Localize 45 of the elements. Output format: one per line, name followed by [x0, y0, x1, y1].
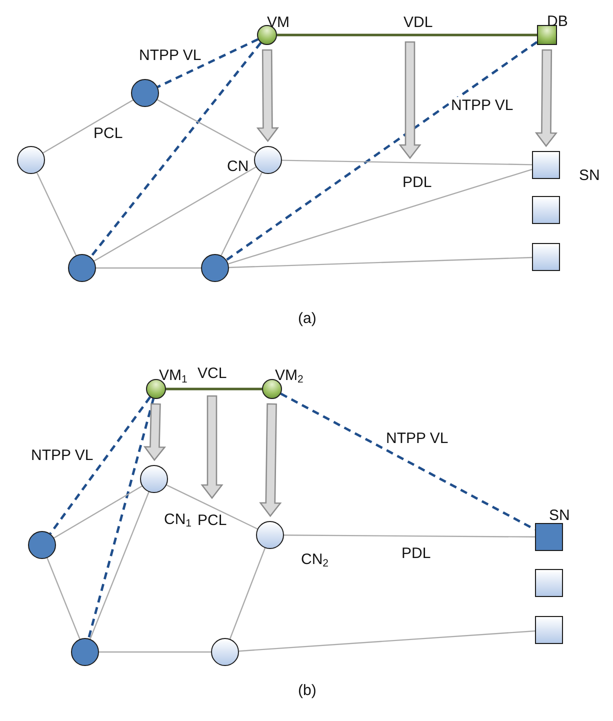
edge-label: VCL: [196, 364, 229, 382]
link-line: [228, 168, 532, 264]
link-type-label: PDL: [402, 546, 431, 560]
link-line: [282, 160, 532, 166]
link-line: [277, 34, 537, 36]
node-label: VM: [267, 15, 290, 30]
link-line: [166, 388, 262, 390]
link-line: [46, 558, 80, 640]
link-line: [238, 630, 536, 652]
link-type-label: PCL: [94, 126, 123, 140]
node-label: DB: [547, 14, 568, 29]
panel-caption: (a): [298, 310, 316, 326]
block-arrow: [534, 49, 558, 148]
block-arrow: [143, 403, 166, 462]
dashed-link: [49, 396, 152, 534]
node-label: CN: [227, 159, 249, 174]
link-line: [229, 548, 266, 640]
link-line: [90, 492, 150, 640]
block-arrow: [256, 49, 280, 142]
panel-caption: (b): [298, 682, 316, 698]
block-arrow: [259, 403, 282, 518]
dashed-link: [226, 41, 538, 261]
link-line: [99, 651, 211, 653]
link-line: [94, 166, 256, 262]
link-line: [228, 256, 532, 268]
node-label: VM$_{2}$: [275, 368, 304, 383]
dashed-link: [87, 398, 155, 639]
dashed-link: [280, 392, 536, 531]
node-label: VM$_{1}$: [159, 368, 188, 383]
link-line: [54, 486, 142, 538]
link-line: [284, 534, 535, 538]
node-label: CN$_{1}$: [164, 512, 192, 527]
dashed-link: [90, 42, 262, 258]
link-line: [42, 100, 134, 154]
node-label: CN$_{2}$: [301, 552, 329, 567]
dashed-link: [157, 38, 259, 88]
link-type-label: PDL: [402, 174, 432, 190]
node-label: SN: [549, 508, 570, 523]
link-line: [96, 267, 201, 269]
node-label: SN: [579, 168, 600, 183]
link-line: [220, 172, 262, 256]
link-line: [166, 484, 258, 530]
link-line: [36, 172, 77, 256]
link-line: [157, 99, 256, 154]
link-type-label: PCL: [198, 512, 227, 528]
